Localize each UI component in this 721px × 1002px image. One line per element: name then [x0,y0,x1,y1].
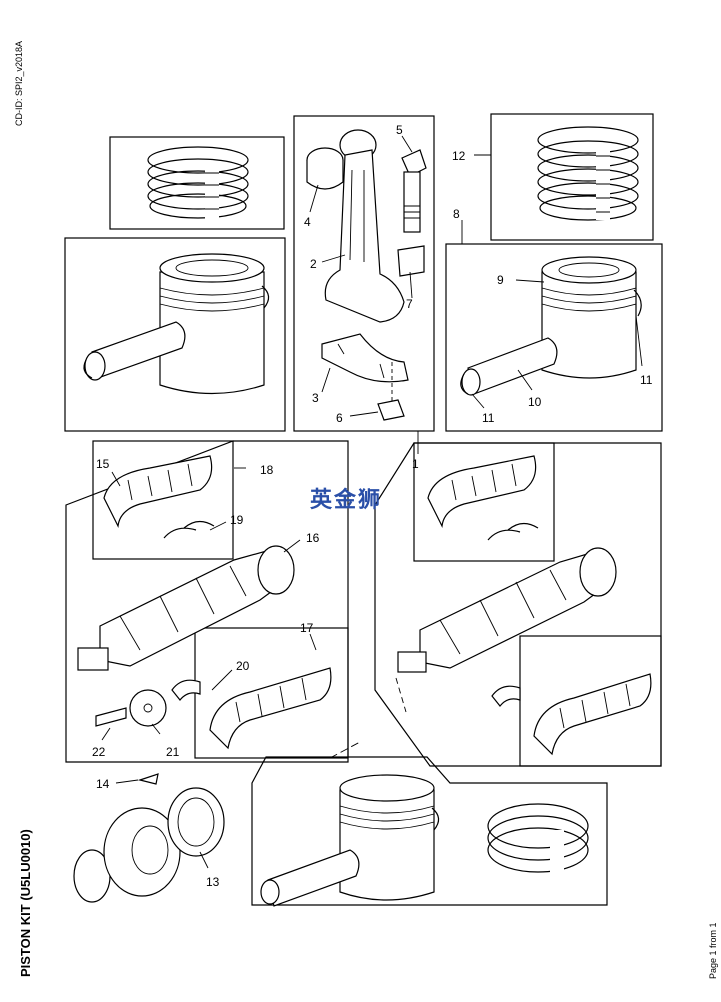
connecting-rod-assembly [306,129,427,421]
frame-bearings-upper-right [413,442,555,562]
crankshaft-left [77,545,295,671]
dash-connector [395,677,407,713]
callout-19: 19 [230,513,244,527]
main-bearings-lower-right [491,673,652,756]
callout-3: 3 [312,391,319,405]
frame-crankshaft-left [65,440,349,763]
callout-18: 18 [260,463,274,477]
callout-13: 13 [206,875,220,889]
callout-20: 20 [236,659,250,673]
callout-2: 2 [310,257,317,271]
piston-ring-set-left [147,146,249,219]
frame-piston-left [64,237,286,432]
dash-connector-2 [329,741,361,759]
frame-piston-right [445,243,663,432]
callout-10: 10 [528,395,542,409]
piston-ring-set-right [537,126,639,221]
frame-ring-set-right [490,113,654,241]
callout-7: 7 [406,297,413,311]
crank-gear-and-pulley [73,773,225,903]
frame-ring-set-left [109,136,285,230]
piston-assembly-right [460,256,642,396]
callout-6: 6 [336,411,343,425]
main-bearings-upper-right [427,455,539,541]
callout-1: 1 [412,457,419,471]
frame-bearings-lower-right [519,635,662,767]
frame-piston-bottom [251,756,608,906]
main-bearings-lower-left [171,667,332,750]
callout-14: 14 [96,777,110,791]
callout-11a: 11 [640,373,653,387]
watermark-logo-text: 英金狮 [310,488,383,513]
piston-ring-set-bottom [487,803,589,876]
callout-4: 4 [304,215,311,229]
callout-21: 21 [166,745,180,759]
callout-16: 16 [306,531,320,545]
callout-11b: 11 [482,411,495,425]
crankshaft-right [397,547,617,673]
leader-lines [101,135,643,869]
callout-15: 15 [96,457,110,471]
timing-gear-parts-left [95,689,167,727]
callout-17: 17 [300,621,314,635]
piston-assembly-bottom [260,774,440,907]
piston-assembly-left [83,253,270,395]
page-title: PISTON KIT (U5LU0010) [18,829,33,977]
frame-bearings-upper-left [92,440,234,560]
callout-22: 22 [92,745,106,759]
callout-8: 8 [453,207,460,221]
callout-12: 12 [452,149,466,163]
callout-9: 9 [497,273,504,287]
frame-connecting-rod [293,115,435,432]
main-bearings-upper-left [103,455,215,539]
page-number: Page 1 from 1 [708,922,718,979]
cd-id-label: CD-ID: SPI2_v2018A [14,40,24,126]
callout-5: 5 [396,123,403,137]
